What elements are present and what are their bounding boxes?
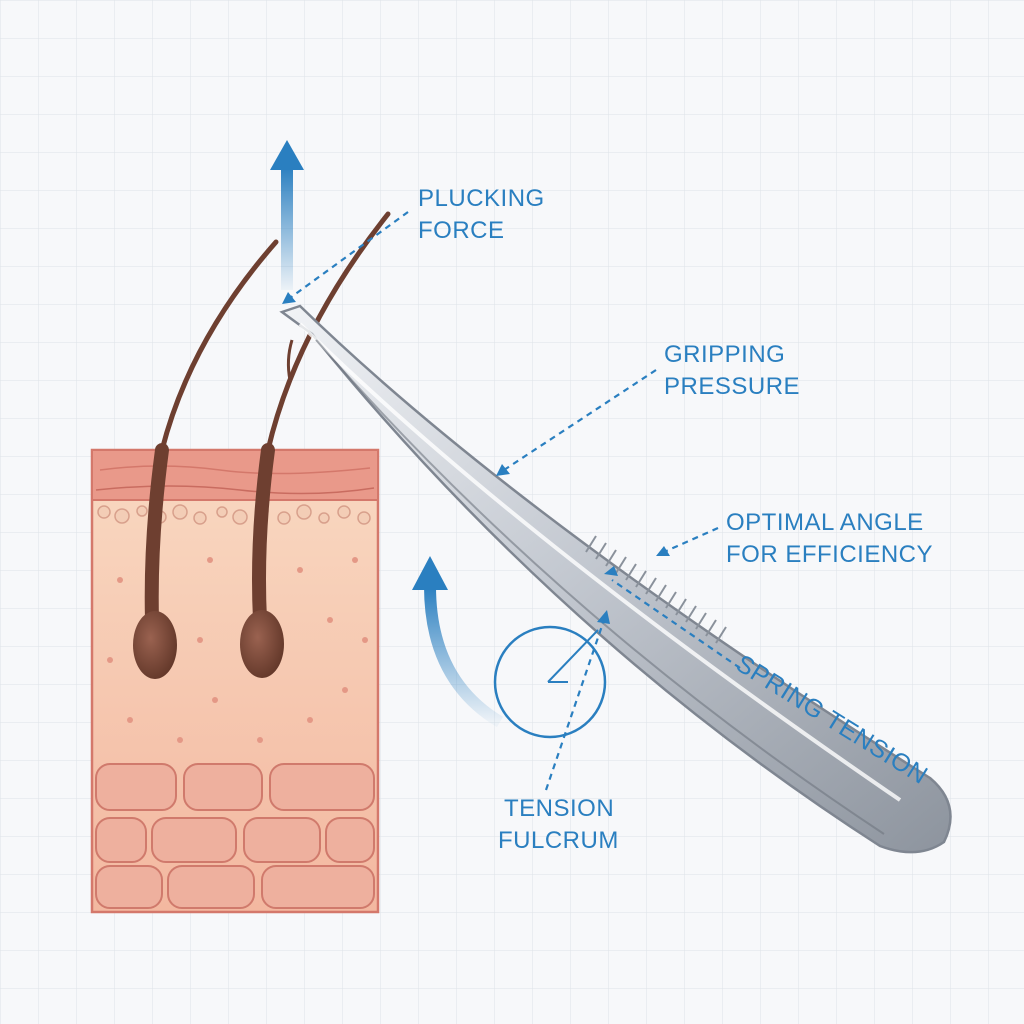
hair-follicle-left — [133, 239, 279, 679]
fulcrum-circle — [493, 625, 607, 739]
label-optimal-angle-line1: OPTIMAL ANGLE — [726, 509, 924, 536]
plucking-force-arrow — [270, 140, 304, 290]
tweezers — [279, 304, 952, 854]
label-plucking-force-line1: PLUCKING — [418, 185, 545, 212]
rotation-arrow — [412, 556, 504, 728]
label-tension-fulcrum-line2: FULCRUM — [498, 827, 619, 854]
leader-lines — [282, 211, 741, 791]
skin-cross-section — [90, 448, 380, 914]
label-gripping-pressure: GRIPPING PRESSURE — [664, 341, 800, 400]
label-tension-fulcrum-line1: TENSION — [504, 795, 614, 822]
label-optimal-angle: OPTIMAL ANGLE FOR EFFICIENCY — [726, 509, 933, 568]
grip-ridges — [585, 535, 727, 644]
label-optimal-angle-line2: FOR EFFICIENCY — [726, 541, 933, 568]
label-tension-fulcrum: TENSION FULCRUM — [498, 795, 621, 854]
label-plucking-force-line2: FORCE — [418, 217, 505, 244]
label-gripping-pressure-line1: GRIPPING — [664, 341, 785, 368]
label-plucking-force: PLUCKING FORCE — [418, 185, 552, 244]
label-gripping-pressure-line2: PRESSURE — [664, 373, 800, 400]
